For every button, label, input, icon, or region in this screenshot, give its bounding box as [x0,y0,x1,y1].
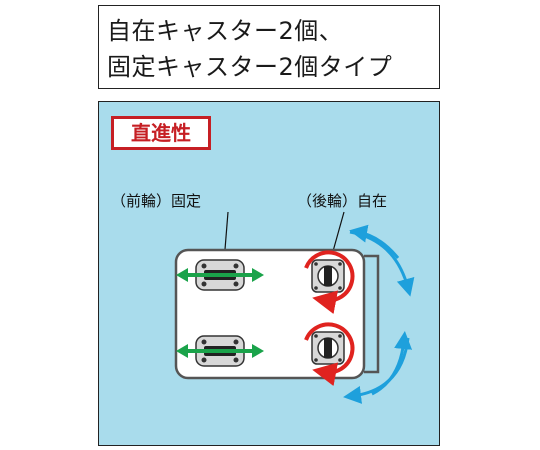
straightness-badge: 直進性 [111,116,211,150]
front-wheel-label: （前輪）固定 [111,192,202,210]
title-line-2: 固定キャスター2個タイプ [107,53,393,81]
title-line-1: 自在キャスター2個、 [107,17,344,45]
rear-swivel-caster-bottom [304,322,355,387]
rear-wheel-label: （後輪）自在 [297,192,388,210]
rear-swivel-caster-top [304,250,355,315]
front-fixed-caster-top [176,259,264,291]
front-fixed-caster-bottom [176,335,264,367]
rotation-arrow-top [304,250,355,315]
rotation-arrow-bottom [304,322,355,387]
handle [364,254,380,374]
title-box: 自在キャスター2個、 固定キャスター2個タイプ [98,5,440,89]
